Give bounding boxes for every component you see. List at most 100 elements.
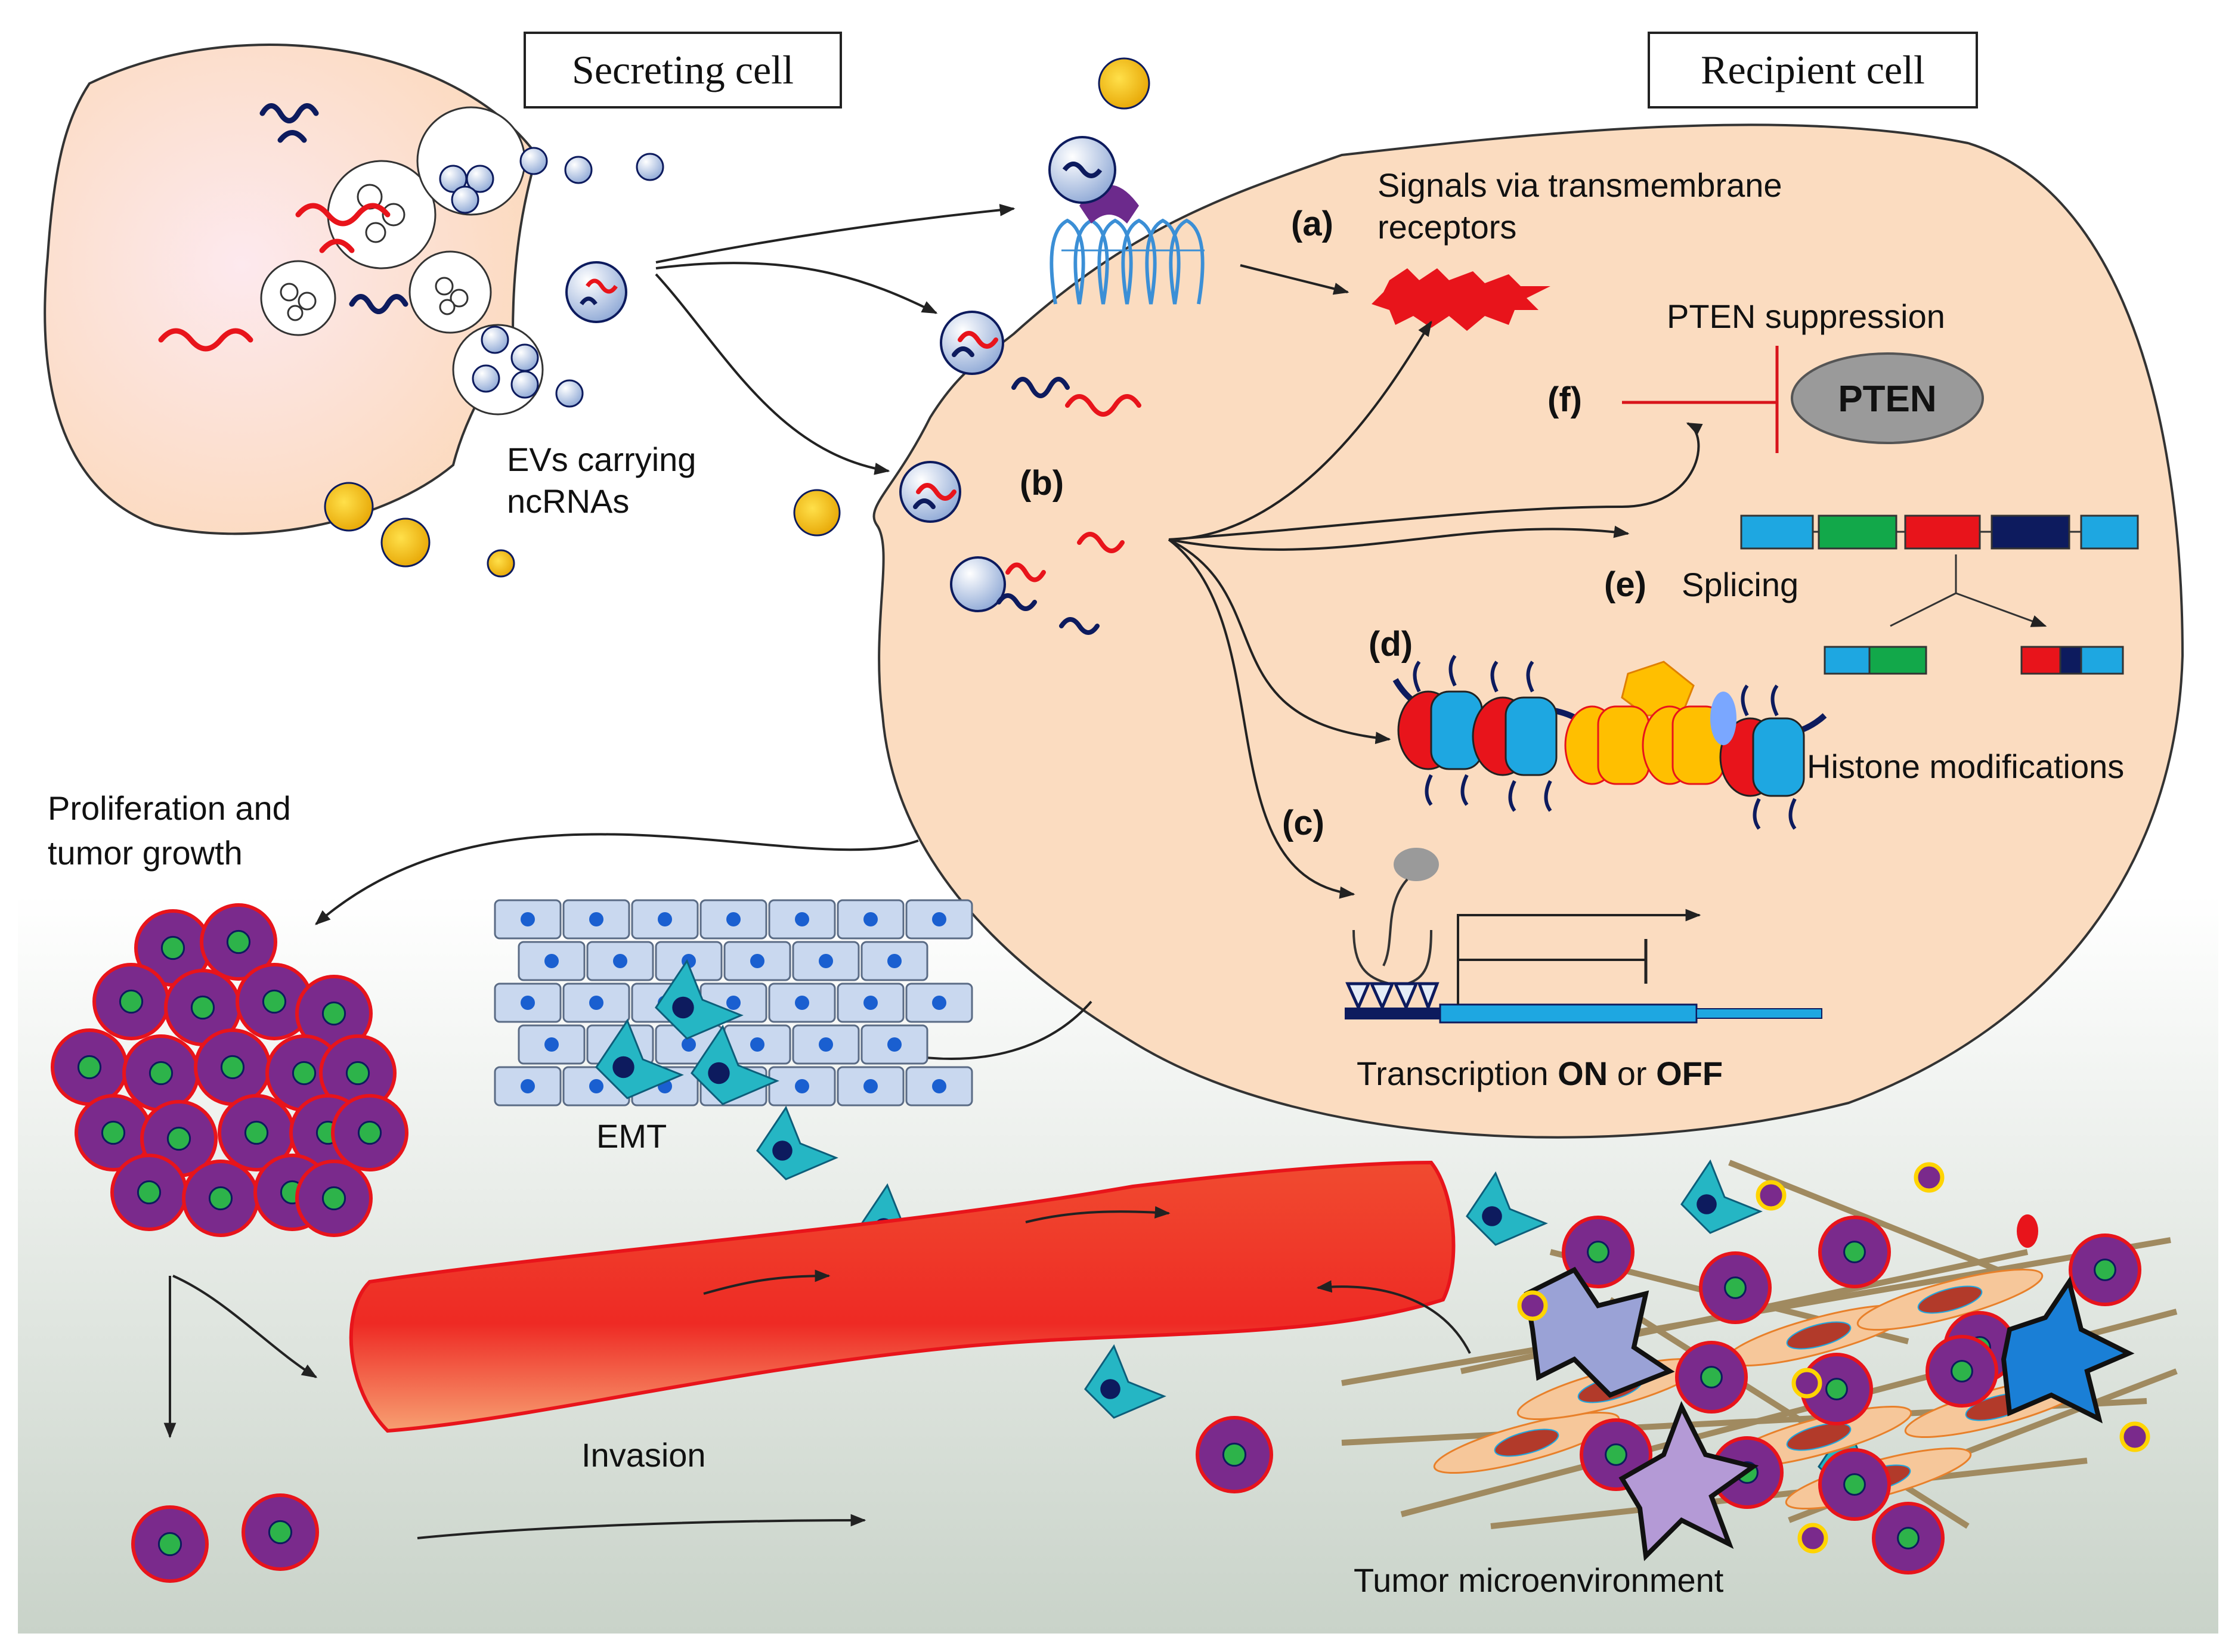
- tumor-cell: [1872, 1502, 1945, 1574]
- epithelial-cell-nucleus: [726, 996, 741, 1010]
- extracellular-vesicle: [1791, 1368, 1822, 1399]
- tag-e: (e): [1604, 565, 1646, 604]
- tme-label: Tumor microenvironment: [1354, 1561, 1724, 1599]
- epithelial-cell: [905, 1066, 973, 1107]
- label-a-line2: receptors: [1377, 208, 1516, 246]
- mesenchymal-cell: [595, 1018, 684, 1099]
- fibroblast-nucleus: [1786, 1321, 1852, 1350]
- epithelial-cell: [631, 899, 699, 940]
- tumor-cell: [110, 1154, 188, 1231]
- fibroblast-nucleus: [1494, 1428, 1559, 1457]
- tumor-cell: [1196, 1416, 1273, 1493]
- tumor-cell: [218, 1094, 295, 1171]
- blood-vessel: [349, 1160, 1456, 1433]
- tumor-cell-nucleus: [208, 1186, 233, 1211]
- collagen-fiber: [1490, 1458, 2088, 1529]
- epithelial-cell: [768, 1066, 836, 1107]
- epithelial-cell-nucleus: [613, 954, 627, 968]
- mesenchymal-cell-body: [1466, 1171, 1548, 1246]
- mesenchymal-cell-body: [595, 1018, 684, 1099]
- splice-lines: [1813, 531, 2081, 626]
- emt-label: EMT: [596, 1117, 667, 1155]
- epithelial-cell-nucleus: [726, 912, 741, 926]
- epithelial-cell: [494, 899, 562, 940]
- tumor-cell-nucleus: [321, 1001, 346, 1026]
- epithelial-cell: [860, 1024, 928, 1065]
- epithelial-cell: [792, 1024, 860, 1065]
- mesenchymal-cell: [756, 1105, 838, 1180]
- tumor-cell: [122, 1034, 200, 1112]
- mesenchymal-cell-body: [1680, 1159, 1763, 1234]
- epithelial-cell-nucleus: [887, 954, 902, 968]
- immune-cell: [1524, 1266, 1675, 1398]
- mesenchymal-cell-body: [1084, 1344, 1166, 1419]
- pten-label: PTEN: [1838, 379, 1936, 420]
- vesicle-body: [1914, 1162, 1945, 1193]
- tme-cells: [1517, 1162, 2150, 1574]
- secreting-cell-title-text: Secreting cell: [572, 47, 794, 92]
- extracellular-vesicle: [1797, 1523, 1828, 1554]
- tumor-cell-nucleus: [1951, 1360, 1973, 1383]
- epithelial-cell-nucleus: [544, 954, 559, 968]
- transmembrane-receptor: [1050, 218, 1205, 305]
- tumor-cell: [1818, 1448, 1891, 1521]
- secreting-cell-title: Secreting cell: [524, 32, 842, 109]
- recipient-cell-title-text: Recipient cell: [1701, 47, 1925, 92]
- proliferation-label-line2: tumor growth: [48, 834, 243, 872]
- tumor-cell: [200, 903, 277, 981]
- ncrna-strands-recipient: [913, 331, 1141, 635]
- mesenchymal-cell: [691, 1024, 779, 1105]
- tumor-cell: [75, 1094, 152, 1171]
- label-f: PTEN suppression: [1667, 297, 1945, 335]
- tumor-cell-nucleus: [1843, 1241, 1866, 1263]
- epithelial-cell-nucleus: [863, 1079, 878, 1093]
- recipient-cell-title: Recipient cell: [1648, 32, 1978, 109]
- epithelial-cell: [699, 899, 767, 940]
- label-e: Splicing: [1682, 566, 1798, 603]
- label-d: Histone modifications: [1807, 748, 2124, 785]
- epithelial-cell: [768, 982, 836, 1023]
- tag-d: (d): [1369, 625, 1413, 664]
- exosomes-budding: [439, 147, 593, 408]
- epithelial-cell-nucleus: [589, 912, 603, 926]
- tumor-cell: [194, 1028, 271, 1106]
- mesenchymal-cell: [1084, 1344, 1166, 1419]
- red-blood-cell: [2017, 1214, 2038, 1248]
- vesicle-body: [1797, 1523, 1828, 1554]
- epithelial-cell-nucleus: [658, 912, 672, 926]
- epithelial-cell-nucleus: [863, 912, 878, 926]
- epithelial-cell-nucleus: [863, 996, 878, 1010]
- epithelial-cell-nucleus: [750, 1037, 764, 1052]
- epithelial-cell: [723, 941, 791, 981]
- epithelial-cell-nucleus: [750, 954, 764, 968]
- tumor-cell: [319, 1034, 397, 1112]
- tumor-cell: [295, 1160, 373, 1237]
- tumor-cell-nucleus: [190, 995, 215, 1020]
- tumor-cell-nucleus: [345, 1061, 370, 1086]
- tumor-cell-nucleus: [220, 1055, 245, 1080]
- vesicle-body: [2119, 1421, 2150, 1452]
- epithelial-cell-nucleus: [589, 1079, 603, 1093]
- mesenchymal-cell-nucleus: [612, 1056, 634, 1078]
- mesenchymal-cell-nucleus: [672, 996, 694, 1019]
- tumor-cell: [242, 1493, 319, 1571]
- tumor-cell-nucleus: [1222, 1442, 1247, 1467]
- mesenchymal-cell-nucleus: [1100, 1379, 1120, 1399]
- epithelial-cell-nucleus: [682, 1037, 696, 1052]
- evs-label-line2: ncRNAs: [507, 482, 629, 520]
- evs-label-line1: EVs carrying: [507, 441, 696, 478]
- fibroblast-nucleus: [1786, 1422, 1852, 1451]
- vesicle-body: [1517, 1290, 1548, 1321]
- mesenchymal-cell-nucleus: [1697, 1194, 1717, 1214]
- secreting-cell: EVs carrying ncRNAs: [44, 44, 1150, 578]
- epithelial-cell: [860, 941, 928, 981]
- tumor-cell-nucleus: [1605, 1443, 1627, 1466]
- epithelial-cell: [837, 982, 905, 1023]
- tumor-cell-nucleus: [292, 1061, 317, 1086]
- tumor-cell-nucleus: [137, 1180, 162, 1205]
- epithelial-cell-nucleus: [819, 1037, 833, 1052]
- epithelial-cell: [494, 982, 562, 1023]
- tumor-cell-nucleus: [226, 929, 251, 954]
- epithelial-cell: [905, 899, 973, 940]
